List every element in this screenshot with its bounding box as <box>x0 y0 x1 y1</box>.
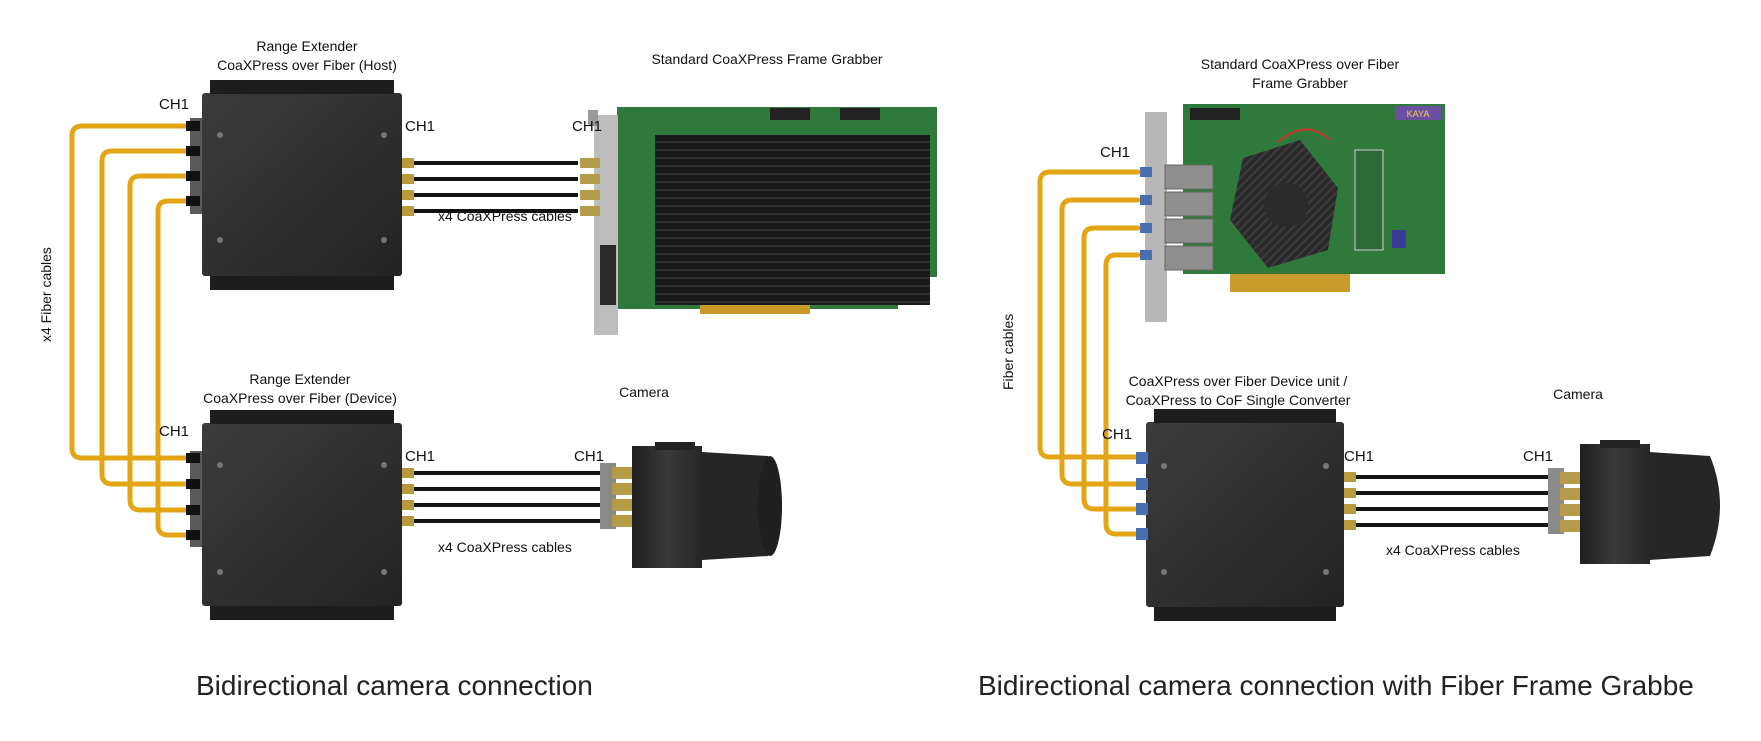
standard-grabber-title: Standard CoaXPress Frame Grabber <box>651 51 883 67</box>
ch1-host-coax: CH1 <box>405 118 436 135</box>
ch1-device-coax: CH1 <box>405 448 436 465</box>
fiber-grabber-title: Standard CoaXPress over Fiber Frame Grab… <box>1200 56 1400 91</box>
right-coax-cables <box>1356 475 1552 527</box>
ch1-device-fiber-right: CH1 <box>1102 426 1133 443</box>
left-coax-cables-top <box>414 161 578 213</box>
ch1-camera-left: CH1 <box>574 448 605 465</box>
coax-label-bottom: x4 CoaXPress cables <box>438 539 572 555</box>
ch1-host-fiber: CH1 <box>159 96 190 113</box>
fiber-cable-r3 <box>1081 225 1141 512</box>
camera-title-right: Camera <box>1553 386 1603 402</box>
fiber-cable-r2 <box>1059 197 1141 487</box>
ch1-device-fiber: CH1 <box>159 423 190 440</box>
ch1-grabber: CH1 <box>572 118 603 135</box>
fiber-frame-grabber: KAYA <box>1140 104 1445 322</box>
caption-left: Bidirectional camera connection <box>196 670 593 701</box>
ch1-fiber-grabber: CH1 <box>1100 144 1131 161</box>
fiber-cable-4 <box>155 198 193 538</box>
coax-label-top: x4 CoaXPress cables <box>438 208 572 224</box>
kaya-logo: KAYA <box>1407 109 1430 119</box>
right-fiber-cables <box>1037 169 1141 537</box>
camera-left <box>600 442 782 568</box>
fiber-cable-r1 <box>1037 169 1141 460</box>
fiber-label-left: x4 Fiber cables <box>38 247 54 342</box>
camera-title-left: Camera <box>619 384 669 400</box>
host-range-extender <box>186 80 414 290</box>
fiber-label-right: Fiber cables <box>1000 313 1016 390</box>
camera-right <box>1548 440 1720 564</box>
standard-frame-grabber <box>580 107 937 335</box>
caption-right: Bidirectional camera connection with Fib… <box>978 670 1694 701</box>
ch1-device-coax-right: CH1 <box>1344 448 1375 465</box>
coax-label-right: x4 CoaXPress cables <box>1386 542 1520 558</box>
left-fiber-cables <box>69 123 193 538</box>
fiber-cable-3 <box>127 173 193 513</box>
device-unit-title: CoaXPress over Fiber Device unit / CoaXP… <box>1125 373 1351 408</box>
device-extender-title: Range Extender CoaXPress over Fiber (Dev… <box>203 371 397 406</box>
fiber-cable-r4 <box>1103 252 1141 537</box>
host-extender-title: Range Extender CoaXPress over Fiber (Hos… <box>217 38 397 73</box>
left-coax-cables-bottom <box>414 471 606 523</box>
cof-device-unit <box>1136 409 1356 621</box>
ch1-camera-right: CH1 <box>1523 448 1554 465</box>
device-range-extender-left <box>186 410 414 620</box>
fiber-cable-1 <box>69 123 193 461</box>
fiber-cable-2 <box>99 148 193 487</box>
